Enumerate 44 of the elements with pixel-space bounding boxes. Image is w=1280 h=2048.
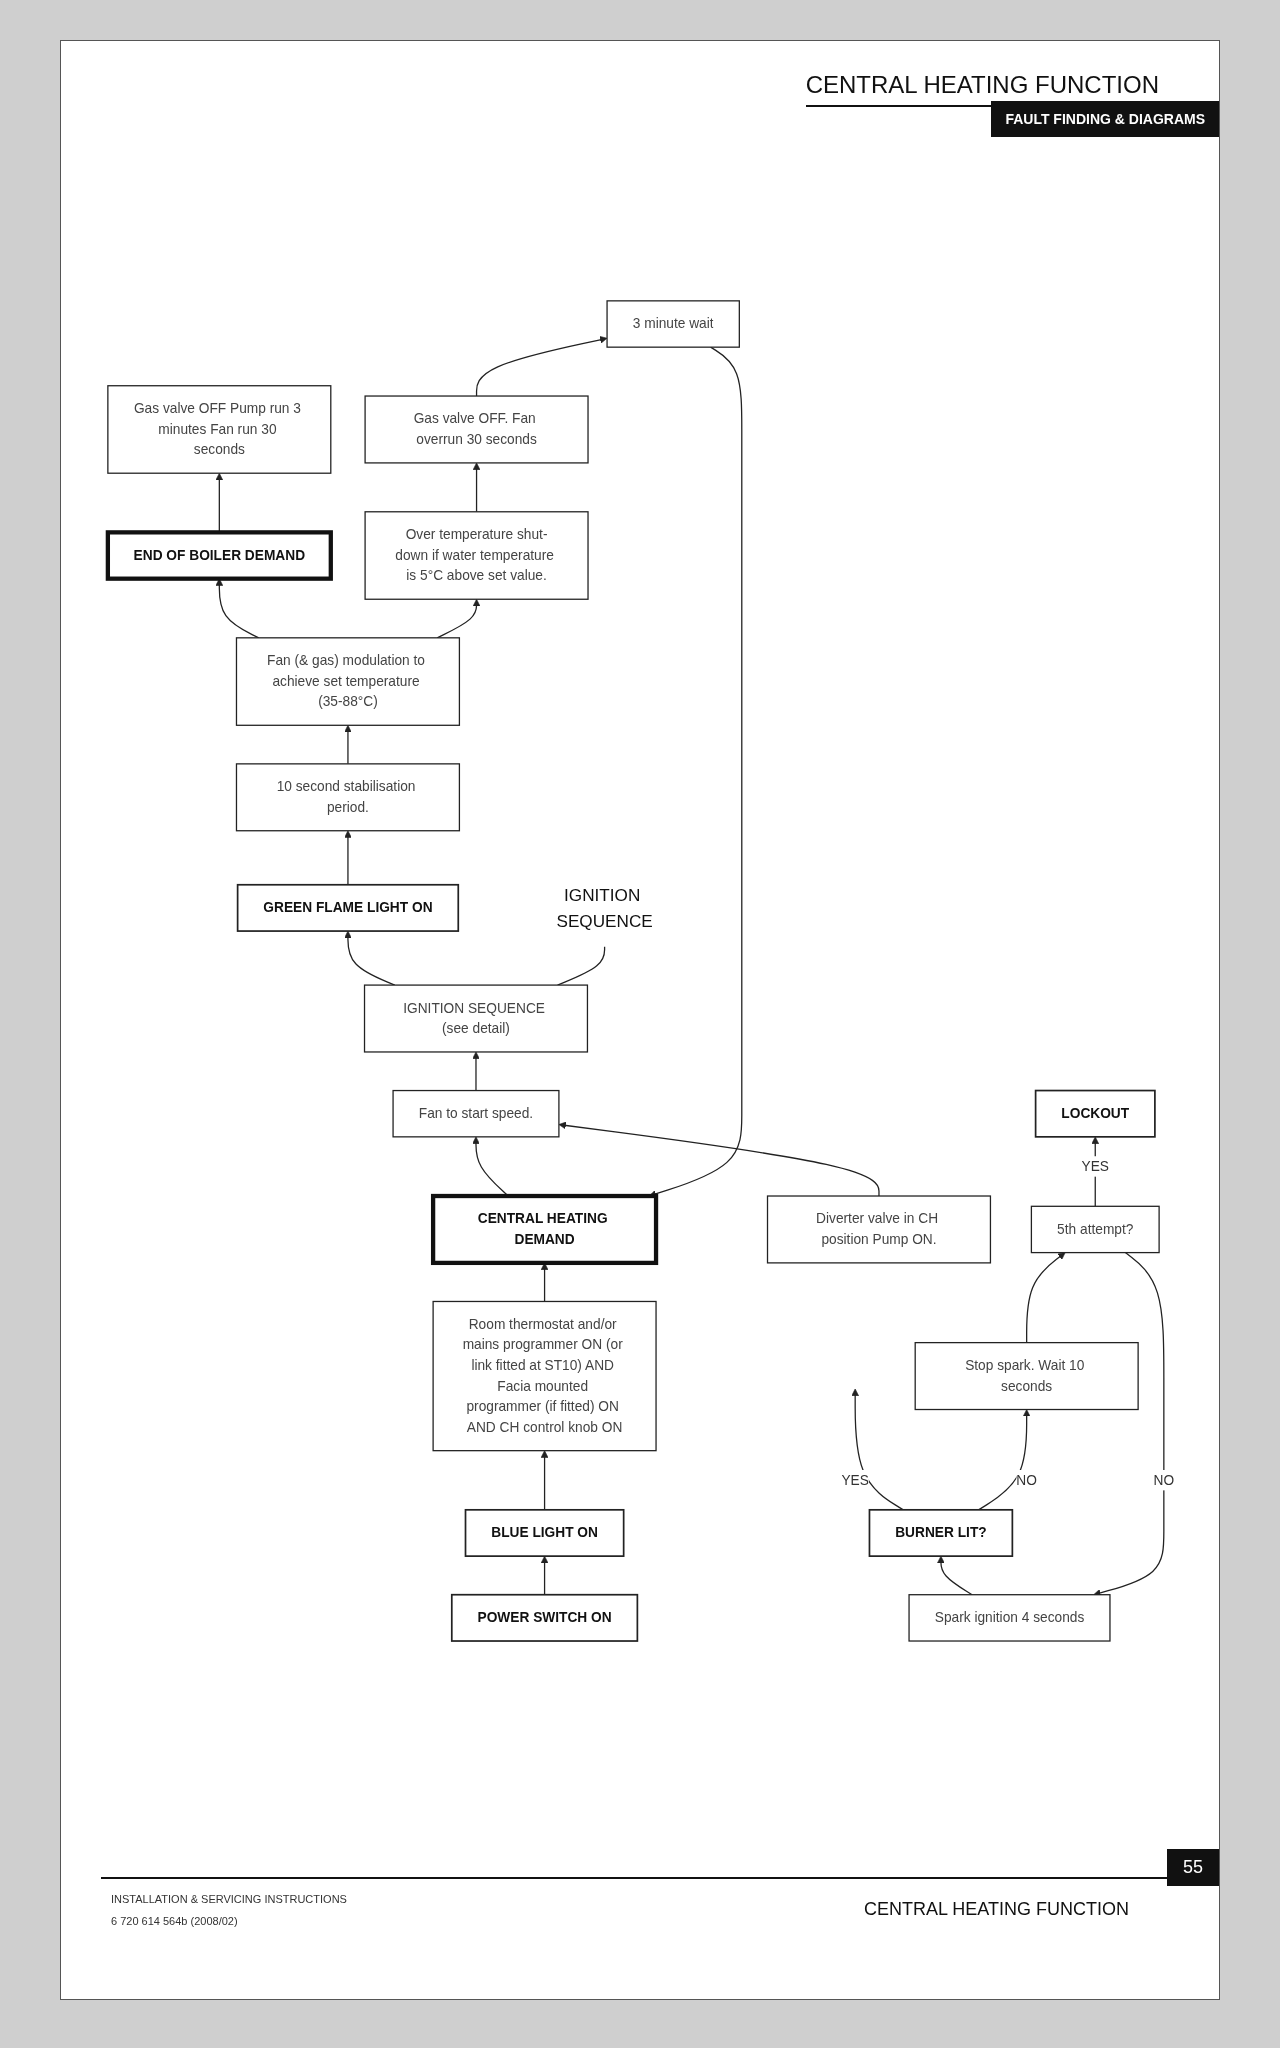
arrow bbox=[344, 830, 352, 886]
arrow bbox=[436, 598, 481, 639]
footer-text: INSTALLATION & SERVICING INSTRUCTIONS bbox=[111, 1893, 347, 1905]
arrow bbox=[472, 1051, 480, 1092]
node-box: Diverter valve in CH position Pump ON. bbox=[766, 1195, 992, 1264]
section-tab: FAULT FINDING & DIAGRAMS bbox=[991, 101, 1219, 137]
node-box: 10 second stabilisation period. bbox=[235, 763, 461, 832]
node-box: Gas valve OFF. Fan overrun 30 seconds bbox=[364, 395, 589, 464]
node-box: IGNITION SEQUENCE (see detail) bbox=[363, 984, 589, 1053]
node-box: 3 minute wait bbox=[606, 300, 740, 348]
node-box: Over temperature shut-down if water temperature is 5°C above set value. bbox=[364, 511, 589, 600]
node-box: Gas valve OFF Pump run 3 minutes Fan run 30 seconds bbox=[107, 385, 332, 474]
node-box: CENTRAL HEATING DEMAND bbox=[430, 1193, 659, 1266]
arrow bbox=[344, 930, 396, 986]
arrow bbox=[472, 462, 481, 513]
node-box: 5th attempt? bbox=[1030, 1205, 1160, 1254]
arrow bbox=[977, 1409, 1031, 1511]
node-box: Fan (& gas) modulation to achieve set temperature (35-88°C) bbox=[235, 637, 461, 726]
node-box: GREEN FLAME LIGHT ON bbox=[236, 883, 460, 932]
node-box: Fan to start speed. bbox=[392, 1089, 560, 1138]
node-box: Stop spark. Wait 10 seconds bbox=[914, 1342, 1139, 1411]
arrow bbox=[851, 1388, 904, 1511]
edge-label: NO bbox=[1153, 1472, 1175, 1488]
page-number: 55 bbox=[1166, 1849, 1219, 1886]
node-box: POWER SWITCH ON bbox=[450, 1593, 639, 1642]
arrow bbox=[540, 1450, 549, 1511]
arrow bbox=[1026, 1252, 1066, 1344]
node-box: END OF BOILER DEMAND bbox=[105, 530, 333, 581]
arrow bbox=[540, 1555, 549, 1596]
document-number: 6 720 614 564b (2008/02) bbox=[111, 1915, 238, 1927]
arrow bbox=[558, 1121, 880, 1197]
node-box: BURNER LIT? bbox=[868, 1509, 1014, 1558]
edge-label: YES bbox=[1081, 1158, 1109, 1174]
node-box: LOCKOUT bbox=[1034, 1089, 1156, 1138]
node-box: Spark ignition 4 seconds bbox=[908, 1594, 1111, 1642]
node-box: BLUE LIGHT ON bbox=[464, 1509, 625, 1558]
footer-title: CENTRAL HEATING FUNCTION bbox=[864, 1899, 1129, 1920]
edge-label: YES bbox=[841, 1472, 869, 1488]
arrow bbox=[475, 336, 608, 397]
node-box: Room thermostat and/or mains programmer ON (or link fitted at ST10) AND Facia mounted programmer (if fitted) ON AND CH control knob ON bbox=[432, 1300, 657, 1452]
node-text: IGNITION SEQUENCE bbox=[556, 885, 653, 931]
arrow bbox=[937, 1555, 973, 1596]
arrow bbox=[344, 725, 352, 765]
edge-label: NO bbox=[1016, 1472, 1037, 1488]
